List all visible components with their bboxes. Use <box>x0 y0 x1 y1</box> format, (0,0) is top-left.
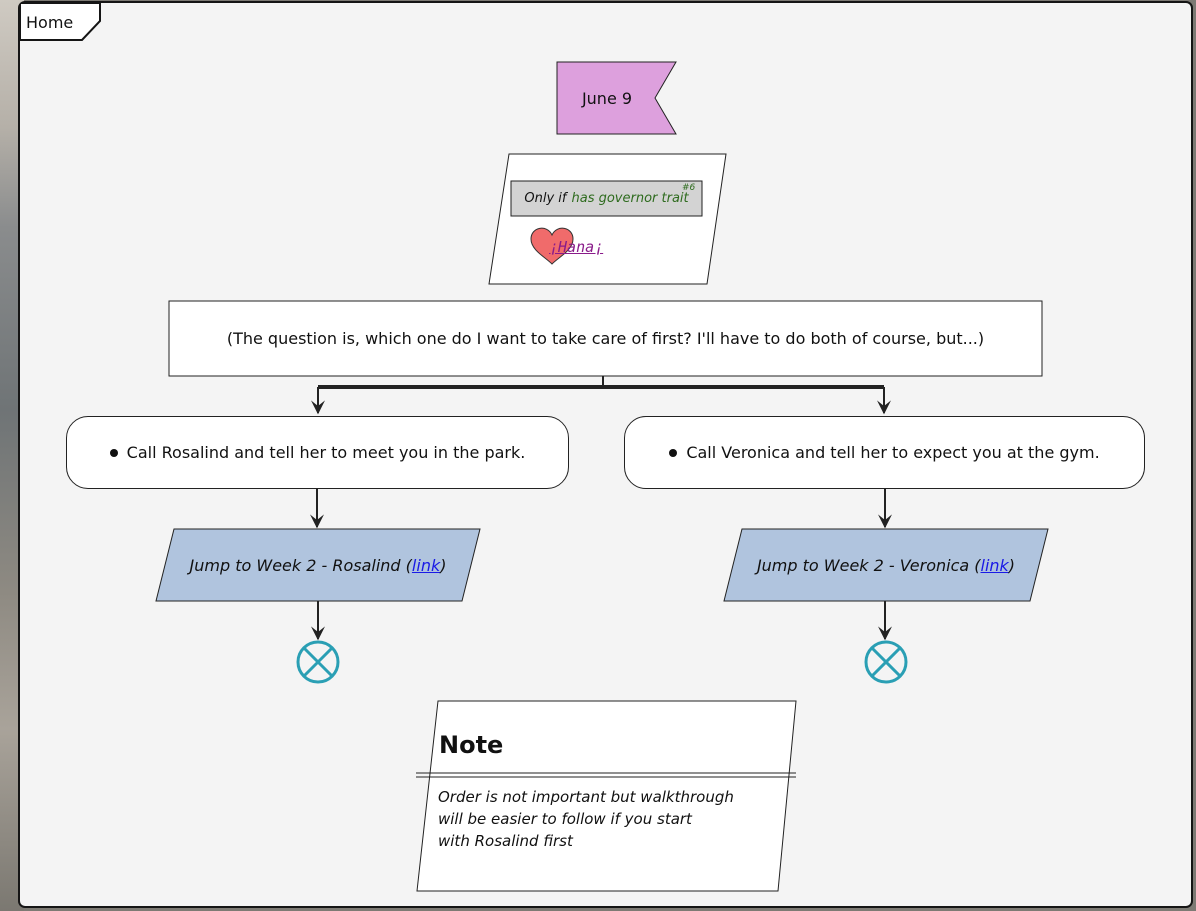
note-box <box>416 700 797 892</box>
heart-icon <box>530 227 574 265</box>
character-link[interactable]: ¡Hana¡ <box>549 238 604 256</box>
bullet-icon <box>669 448 678 457</box>
question-text: (The question is, which one do I want to… <box>226 329 985 348</box>
flow-canvas <box>20 3 1049 892</box>
jump-rosalind-link[interactable]: link <box>411 555 441 575</box>
bullet-icon <box>109 448 118 457</box>
jump-veronica-text: Jump to Week 2 - Veronica <box>756 555 970 575</box>
end-node-rosalind <box>296 640 340 684</box>
end-node-veronica <box>864 640 908 684</box>
home-tab[interactable] <box>20 3 101 41</box>
jump-rosalind-open: ( <box>400 555 412 575</box>
note-line-3: with Rosalind first <box>438 832 573 850</box>
jump-veronica-close: ) <box>1008 555 1016 575</box>
jump-veronica-label: Jump to Week 2 - Veronica (link) <box>733 529 1039 601</box>
condition-box <box>488 153 727 285</box>
choice-rosalind-label: Call Rosalind and tell her to meet you i… <box>126 443 526 462</box>
condition-banner-text: Only if has governor trait <box>511 181 702 216</box>
note-line-2: will be easier to follow if you start <box>438 810 692 828</box>
jump-rosalind-label: Jump to Week 2 - Rosalind (link) <box>165 529 471 601</box>
jump-box-veronica <box>723 528 1049 602</box>
note-line-1: Order is not important but walkthrough <box>438 788 734 806</box>
condition-trait: has governor trait <box>571 191 689 206</box>
choice-veronica[interactable]: Call Veronica and tell her to expect you… <box>624 416 1145 489</box>
condition-prefix: Only if <box>524 191 567 206</box>
diagram-frame: Home June 9 Only if has governor trait #… <box>18 1 1193 908</box>
date-flag <box>556 61 677 135</box>
jump-box-rosalind <box>155 528 481 602</box>
fork-connector <box>311 376 891 415</box>
jump-veronica-link[interactable]: link <box>980 555 1009 575</box>
branch-connectors <box>310 489 892 641</box>
note-title: Note <box>439 731 504 759</box>
jump-rosalind-text: Jump to Week 2 - Rosalind <box>189 555 401 575</box>
question-box <box>168 300 1043 377</box>
home-tab-label[interactable]: Home <box>26 12 74 32</box>
choice-rosalind[interactable]: Call Rosalind and tell her to meet you i… <box>66 416 569 489</box>
jump-rosalind-close: ) <box>440 555 447 575</box>
condition-index: #6 <box>682 183 696 193</box>
date-label: June 9 <box>581 88 633 108</box>
note-divider <box>416 772 796 778</box>
choice-veronica-label: Call Veronica and tell her to expect you… <box>686 443 1100 462</box>
condition-banner <box>510 180 703 217</box>
jump-veronica-open: ( <box>969 555 981 575</box>
